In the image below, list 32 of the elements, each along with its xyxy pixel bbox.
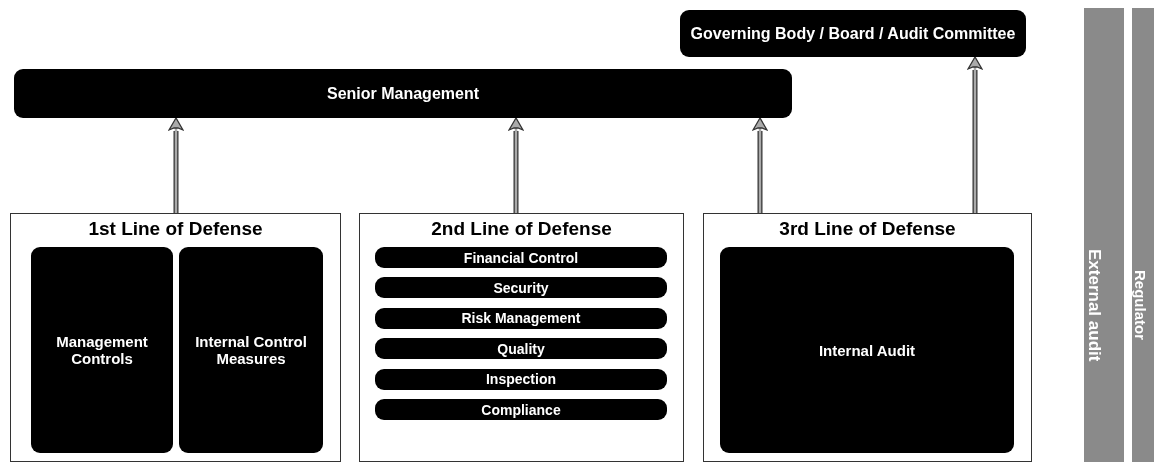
bar-label: External audit <box>1084 247 1104 362</box>
panel-heading: 2nd Line of Defense <box>430 218 613 240</box>
box-label: Security <box>492 279 550 296</box>
label-box <box>680 10 1026 57</box>
line-of-defense-panel <box>359 213 684 462</box>
label-box <box>179 247 323 453</box>
box-label: Internal Control Measures <box>194 333 308 367</box>
label-box <box>720 247 1014 453</box>
bar-label: Regulator <box>1132 269 1149 340</box>
box-label: Management Controls <box>55 333 149 367</box>
panel-heading: 3rd Line of Defense <box>778 218 957 240</box>
box-label: Risk Management <box>460 310 582 327</box>
box-label: Senior Management <box>326 84 480 103</box>
label-box <box>375 277 667 299</box>
box-label: Compliance <box>480 401 562 418</box>
box-label: Financial Control <box>462 249 580 266</box>
label-box <box>375 307 667 329</box>
box-label: Quality <box>496 340 546 357</box>
box-label: Internal Audit <box>817 341 917 359</box>
box-label: Governing Body / Board / Audit Committee <box>689 24 1017 43</box>
side-bar <box>1132 8 1154 462</box>
label-box <box>14 69 792 118</box>
label-box <box>375 368 667 390</box>
line-of-defense-panel <box>703 213 1032 462</box>
side-bar <box>1084 8 1124 462</box>
label-box <box>375 399 667 420</box>
label-box <box>31 247 173 453</box>
panel-heading: 1st Line of Defense <box>87 218 264 240</box>
label-box <box>375 338 667 360</box>
label-box <box>375 247 667 268</box>
line-of-defense-panel <box>10 213 341 462</box>
box-label: Inspection <box>485 371 557 388</box>
